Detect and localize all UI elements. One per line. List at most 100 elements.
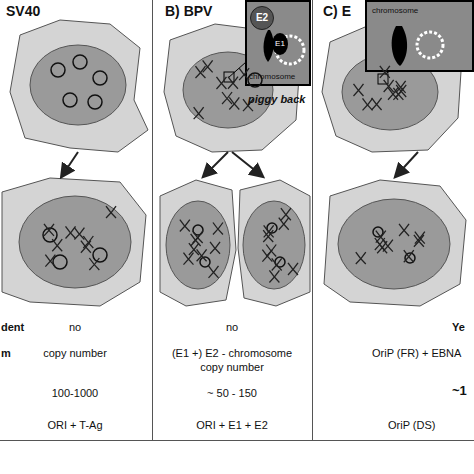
nucleus — [166, 201, 230, 289]
chromosome-stroke — [383, 240, 393, 252]
panel: B) BPV chromosome E2E1 — [152, 0, 313, 441]
chromosome-stroke — [197, 249, 207, 261]
chromosome-stroke — [52, 239, 62, 251]
chromosome-stroke — [353, 84, 363, 96]
chromosome-stroke — [262, 250, 272, 262]
chromosome-stroke — [363, 98, 373, 110]
chromosome-stroke — [183, 253, 193, 265]
chromosome-stroke — [380, 66, 390, 78]
episome-ring — [53, 255, 67, 269]
episome-ring — [63, 93, 77, 107]
division-arrow — [204, 152, 228, 176]
zoom-box — [224, 72, 234, 82]
cell-body — [238, 180, 310, 306]
chromosome-stroke — [288, 263, 298, 275]
chromosome-stroke — [384, 80, 394, 92]
table-cell: copy number — [0, 346, 150, 360]
episome-ring — [200, 257, 210, 267]
chromosome-stroke — [399, 224, 409, 236]
nucleus — [30, 45, 126, 125]
table-cell: 100-1000 — [0, 386, 150, 400]
chromosome-stroke — [216, 77, 226, 89]
part-label: chromosome — [372, 6, 418, 15]
chromosome-stroke — [269, 270, 279, 282]
panel-title: B) BPV — [165, 3, 212, 19]
chromosome-stroke — [74, 228, 84, 240]
protein-oval: E1 — [272, 33, 288, 55]
cell-body — [324, 180, 466, 306]
chromosome-stroke — [228, 77, 238, 89]
chromosome-stroke — [45, 255, 55, 267]
chromosome-stroke — [388, 88, 398, 100]
table-cell: ~1 — [452, 383, 467, 399]
inset-ground — [366, 1, 473, 71]
table-cell: dent — [1, 320, 24, 334]
table-cell: no — [157, 320, 307, 334]
inset-box: chromosome E2E1 — [246, 1, 310, 85]
table-cell: ORI + T-Ag — [0, 418, 150, 432]
chromosome-stroke — [89, 258, 99, 270]
table-cell: m — [1, 346, 11, 360]
table-cell: ~ 50 - 150 — [157, 386, 307, 400]
plasmid-ring — [417, 32, 443, 58]
cell-body — [10, 20, 148, 152]
chromosome-stroke — [189, 243, 199, 255]
chromosome-stroke — [239, 68, 249, 80]
episome-ring — [51, 63, 65, 77]
panel: SV40 — [0, 0, 153, 441]
part-label: E2 — [256, 12, 268, 24]
nucleus — [19, 196, 131, 288]
inset-box: chromosome — [366, 1, 473, 71]
nucleus — [243, 201, 305, 289]
chromosome-stroke — [106, 206, 116, 218]
chromosome-shape — [392, 26, 407, 66]
inset-ground — [246, 1, 310, 85]
chromosome-stroke — [281, 208, 291, 220]
cell-body — [160, 180, 236, 306]
chromosome-stroke — [396, 81, 406, 93]
chromosome-stroke — [81, 241, 91, 253]
table-cell: OriP (DS) — [388, 418, 435, 432]
protein-circle: E2 — [250, 6, 274, 30]
chromosome-stroke — [180, 220, 190, 232]
chromosome-stroke — [66, 226, 76, 238]
table-cell: no — [0, 320, 150, 334]
panel: C) E chromosome — [312, 0, 474, 441]
chromosome-stroke — [415, 232, 425, 244]
chromosome-stroke — [209, 266, 219, 278]
chromosome-stroke — [213, 222, 223, 234]
cell-body — [164, 24, 300, 152]
chromosome-stroke — [203, 60, 213, 72]
episome-ring — [93, 248, 107, 262]
chromosome-stroke — [191, 234, 201, 246]
chromosome-stroke — [194, 107, 204, 119]
panel-title: SV40 — [6, 3, 40, 19]
chromosome-stroke — [404, 250, 414, 262]
chromosome-stroke — [229, 97, 239, 109]
table-cell: (E1 +) E2 - chromosome copy number — [162, 346, 302, 374]
table-cell: Ye — [452, 320, 465, 334]
episome-ring — [73, 55, 87, 69]
cell-body — [2, 178, 146, 306]
chromosome-stroke — [44, 224, 54, 236]
chromosome-stroke — [263, 230, 273, 242]
chromosome-stroke — [272, 258, 282, 270]
chromosome-stroke — [222, 92, 232, 104]
chromosome-stroke — [279, 218, 289, 230]
nucleus — [338, 199, 450, 289]
division-arrow — [396, 152, 418, 176]
chromosome-stroke — [372, 98, 382, 110]
table-cell: OriP (FR) + EBNA — [372, 346, 461, 360]
episome-ring — [88, 95, 102, 109]
table-cell: ORI + E1 + E2 — [157, 418, 307, 432]
chromosome-stroke — [195, 66, 205, 78]
chromosome-stroke — [210, 242, 220, 254]
episome-ring — [93, 71, 107, 85]
division-arrow — [62, 152, 78, 176]
panel-title: C) E — [323, 3, 351, 19]
part-label: chromosome — [249, 72, 295, 81]
annotation: piggy back — [248, 92, 305, 106]
division-arrow — [232, 152, 262, 176]
chromosome-stroke — [356, 252, 366, 264]
